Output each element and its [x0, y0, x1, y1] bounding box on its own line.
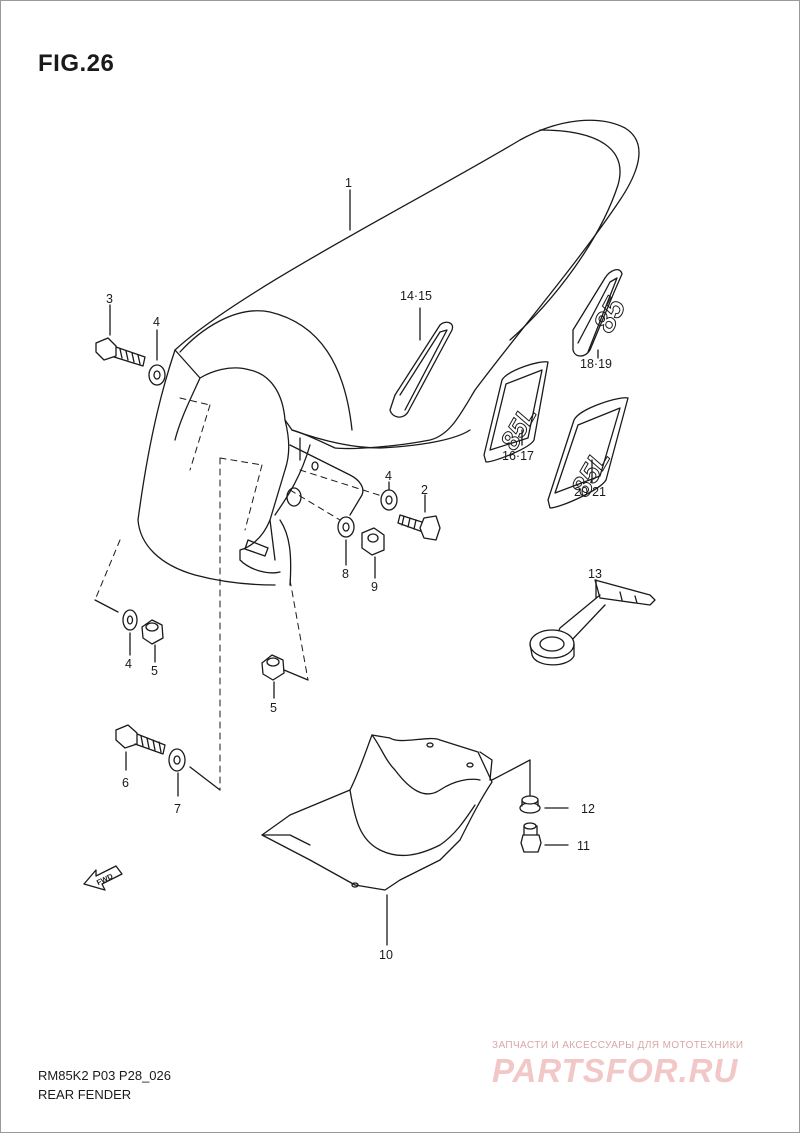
dash-line	[179, 397, 211, 406]
callout-7[interactable]: 7	[174, 802, 181, 816]
callout-1[interactable]: 1	[345, 176, 352, 190]
callout-9[interactable]: 9	[371, 580, 378, 594]
callout-10[interactable]: 10	[379, 948, 393, 962]
mud-guard-10[interactable]	[261, 734, 493, 891]
decal-85-text: 85	[588, 292, 633, 338]
washer-7[interactable]	[168, 748, 186, 772]
section-name: REAR FENDER	[38, 1087, 132, 1102]
bolt-11[interactable]	[520, 822, 542, 853]
tool-13[interactable]	[529, 579, 656, 666]
callout-3[interactable]: 3	[106, 292, 113, 306]
callout-2[interactable]: 2	[421, 483, 428, 497]
forward-arrow-icon: FWD	[83, 865, 123, 891]
callout-13[interactable]: 13	[588, 567, 602, 581]
callout-12[interactable]: 12	[581, 802, 595, 816]
bolt-2[interactable]	[397, 514, 441, 541]
rear-fender[interactable]	[137, 119, 640, 586]
callout-8[interactable]: 8	[342, 567, 349, 581]
callout-14-15[interactable]: 14·15	[400, 289, 432, 303]
model-code: RM85K2 P03 P28_026	[38, 1068, 171, 1083]
washer-4-lower[interactable]	[122, 609, 138, 631]
figure-title: FIG.26	[38, 50, 115, 77]
callout-6[interactable]: 6	[122, 776, 129, 790]
callout-11[interactable]: 11	[577, 839, 590, 853]
bolt-6[interactable]	[115, 724, 166, 755]
callout-18-19[interactable]: 18·19	[580, 357, 612, 371]
washer-4-right[interactable]	[380, 489, 398, 511]
callout-20-21[interactable]: 20·21	[574, 485, 606, 499]
callout-16-17[interactable]: 16·17	[502, 449, 534, 463]
callout-4-right[interactable]: 4	[385, 469, 392, 483]
callout-4-top[interactable]: 4	[153, 315, 160, 329]
callout-5-lower[interactable]: 5	[151, 664, 158, 678]
callout-5-middle[interactable]: 5	[270, 701, 277, 715]
callout-4-lower[interactable]: 4	[125, 657, 132, 671]
decal-85-large[interactable]: 85	[572, 268, 634, 357]
watermark-subtitle: ЗАПЧАСТИ И АКСЕССУАРЫ ДЛЯ МОТОТЕХНИКИ	[492, 1040, 744, 1051]
nut-12[interactable]	[519, 795, 541, 814]
bolt-3[interactable]	[95, 337, 146, 367]
nut-9[interactable]	[361, 527, 385, 556]
watermark-logo: PARTSFOR.RU	[492, 1052, 739, 1089]
decal-85l-left[interactable]: 85L	[483, 361, 549, 463]
nut-5-lower[interactable]	[141, 619, 164, 645]
washer-8[interactable]	[337, 516, 355, 538]
washer-4-top[interactable]	[148, 364, 166, 386]
nut-5-middle[interactable]	[261, 654, 285, 681]
